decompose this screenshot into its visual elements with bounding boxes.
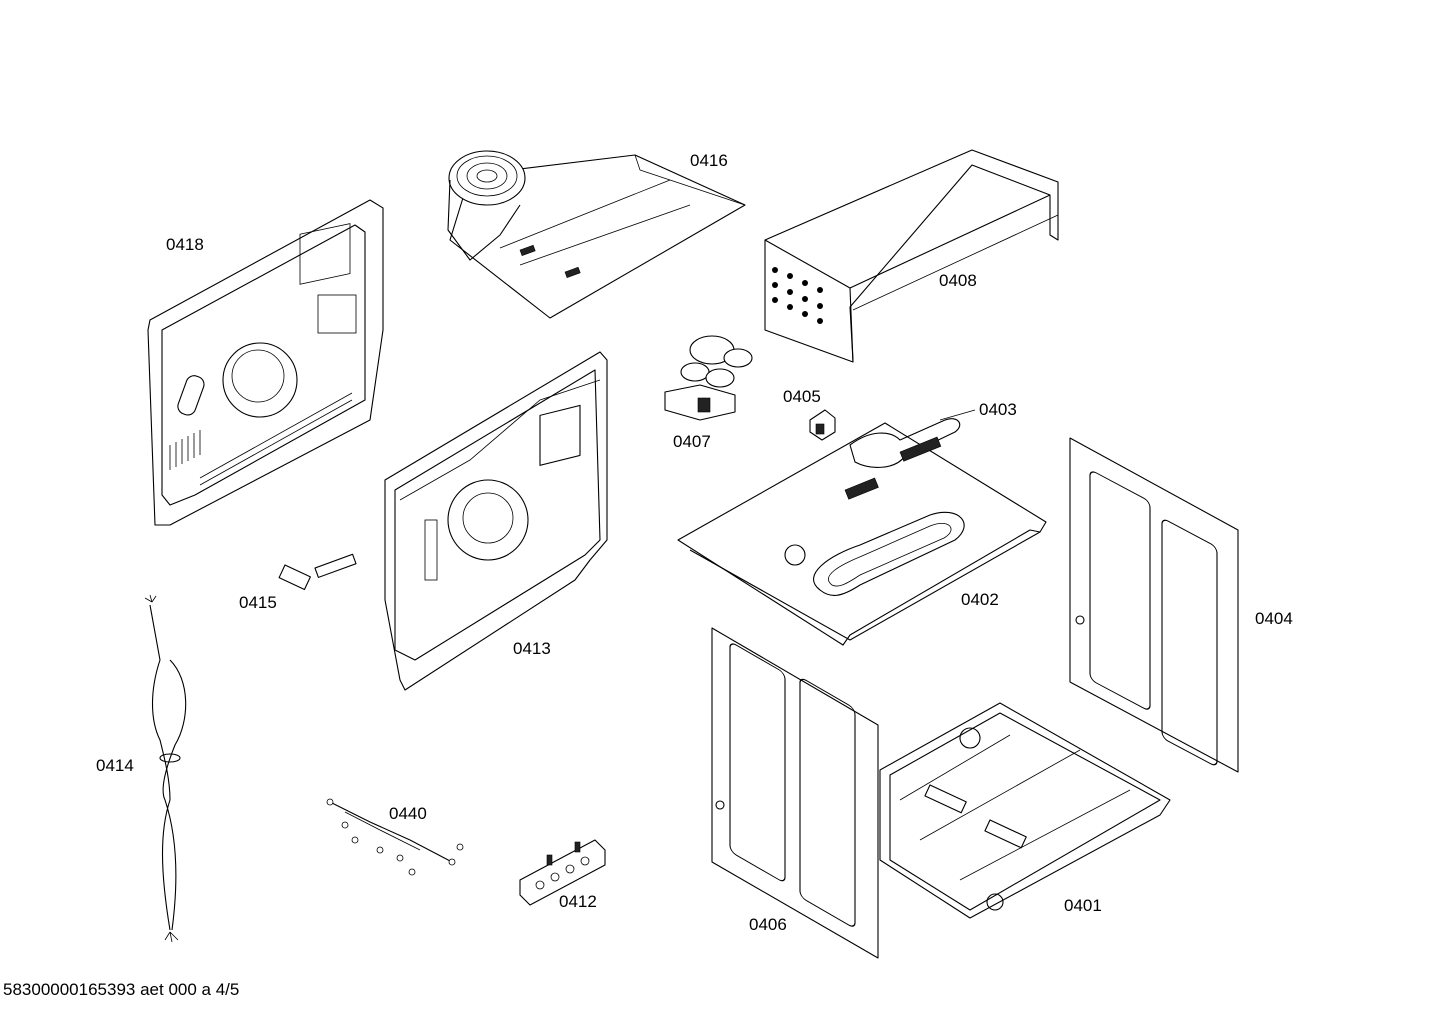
- label-0418: 0418: [166, 235, 204, 254]
- terminal-block-drawing: [519, 839, 606, 906]
- sensor-drawing: [809, 409, 836, 441]
- label-0440: 0440: [389, 804, 427, 823]
- cooling-fan-motor-drawing: [664, 335, 753, 421]
- power-cable-drawing: [144, 594, 187, 943]
- top-cover-drawing: [764, 149, 1059, 363]
- side-panel-right-drawing: [1069, 437, 1239, 773]
- rear-panel-drawing: [147, 199, 384, 526]
- label-0404: 0404: [1255, 609, 1293, 628]
- label-0413: 0413: [513, 639, 551, 658]
- label-0414: 0414: [96, 756, 134, 775]
- label-0402: 0402: [961, 590, 999, 609]
- label-0407: 0407: [673, 432, 711, 451]
- back-wall-drawing: [384, 351, 608, 691]
- leader-0403: [939, 409, 976, 421]
- document-reference: 58300000165393 aet 000 a 4/5: [3, 980, 240, 999]
- fan-housing-cover-drawing: [447, 150, 746, 319]
- top-plate-drawing: [677, 418, 1047, 646]
- label-0403: 0403: [979, 400, 1017, 419]
- label-0401: 0401: [1064, 896, 1102, 915]
- side-panel-left-drawing: [711, 627, 879, 959]
- label-0406: 0406: [749, 915, 787, 934]
- switch-drawing: [278, 553, 357, 591]
- label-0415: 0415: [239, 593, 277, 612]
- wiring-harness-drawing: [326, 798, 464, 876]
- bottom-frame-drawing: [879, 702, 1171, 919]
- label-0408: 0408: [939, 271, 977, 290]
- label-0412: 0412: [559, 892, 597, 911]
- label-0416: 0416: [690, 151, 728, 170]
- label-0405: 0405: [783, 387, 821, 406]
